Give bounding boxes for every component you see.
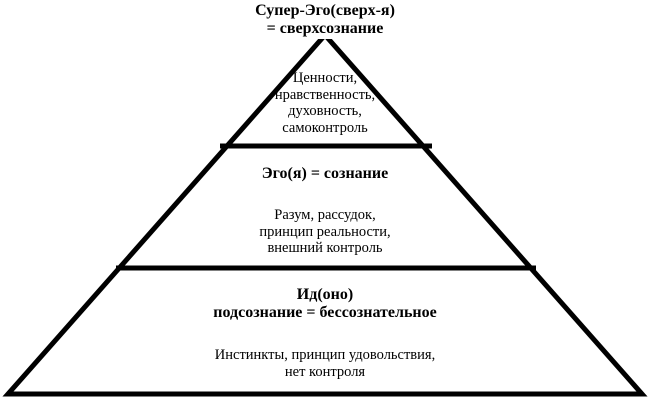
- superego-title: Супер-Эго(сверх-я) = сверхсознание: [190, 2, 460, 39]
- desc-line: Разум, рассудок,: [274, 207, 376, 223]
- superego-description: Ценности, нравственность, духовность, са…: [250, 70, 400, 137]
- desc-line: нет контроля: [284, 363, 366, 380]
- ego-title: Эго(я) = сознание: [261, 165, 389, 182]
- superego-title-line1: Супер-Эго(сверх-я): [255, 2, 395, 19]
- desc-line: внешний контроль: [267, 240, 383, 257]
- id-title: Ид(оно) подсознание = бессознательное: [125, 286, 525, 323]
- id-title-line1: Ид(оно): [296, 286, 354, 303]
- desc-line: Инстинкты, принцип удовольствия,: [214, 347, 436, 363]
- ego-description: Разум, рассудок, принцип реальности, вне…: [175, 207, 475, 257]
- id-title-line2: подсознание = бессознательное: [213, 304, 437, 322]
- superego-title-line2: = сверхсознание: [266, 20, 384, 38]
- desc-line: духовность,: [288, 103, 362, 120]
- id-description: Инстинкты, принцип удовольствия, нет кон…: [125, 347, 525, 380]
- desc-line: нравственность,: [274, 86, 376, 103]
- desc-line: Ценности,: [292, 70, 358, 86]
- pyramid-outline: [2, 31, 648, 397]
- desc-line: принцип реальности,: [259, 223, 391, 240]
- desc-line: самоконтроль: [282, 120, 368, 137]
